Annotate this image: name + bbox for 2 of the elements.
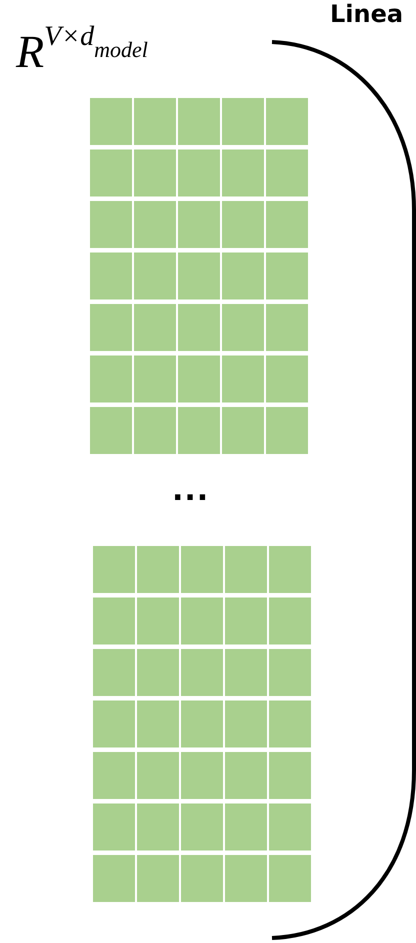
title: Linea — [330, 0, 404, 28]
ellipsis: ... — [172, 476, 210, 506]
